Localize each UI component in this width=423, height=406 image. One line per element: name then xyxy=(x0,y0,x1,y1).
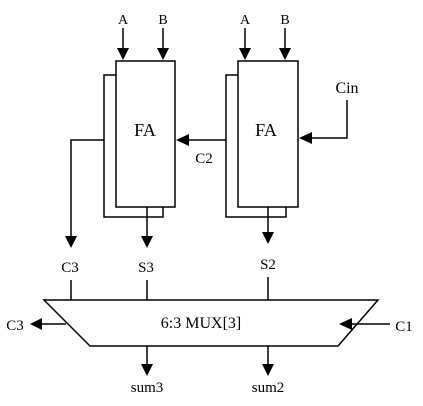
left-fa-carry-wire xyxy=(70,139,104,240)
carry-in-label: Cin xyxy=(335,80,358,97)
carry-c2-label: C2 xyxy=(195,151,213,167)
mux-carry-out-label: C3 xyxy=(6,318,24,334)
left-full-adder: FA A B S3 C3 xyxy=(61,13,176,276)
left-fa-box xyxy=(115,60,176,208)
right-fa-sum-arrow xyxy=(262,232,274,244)
left-fa-input-a-arrow xyxy=(117,48,129,60)
left-fa-input-a-label: A xyxy=(118,13,129,28)
carry-in-arrow xyxy=(299,132,312,144)
right-fa-sum-label: S2 xyxy=(260,257,276,273)
right-fa-input-a-arrow xyxy=(239,48,251,60)
mux-sum2-label: sum2 xyxy=(252,380,285,396)
right-fa-input-b-label: B xyxy=(280,13,289,28)
mux-carry-in-arrow xyxy=(339,318,352,330)
left-fa-carry-arrow xyxy=(65,236,77,248)
mux-block: 6:3 MUX[3] C3 C1 sum3 sum2 xyxy=(6,277,413,396)
right-full-adder: FA A B Cin C2 S2 xyxy=(176,13,359,273)
left-fa-input-b-arrow xyxy=(157,48,169,60)
left-fa-carry-label: C3 xyxy=(61,260,79,276)
mux-sum3-label: sum3 xyxy=(131,380,164,396)
right-fa-label: FA xyxy=(255,120,277,140)
left-fa-input-b-label: B xyxy=(158,13,167,28)
mux-carry-in-label: C1 xyxy=(395,319,413,335)
carry-in-wire xyxy=(308,100,348,139)
mux-label: 6:3 MUX[3] xyxy=(161,315,241,332)
mux-sum2-arrow xyxy=(262,364,274,376)
left-fa-sum-label: S3 xyxy=(138,260,154,276)
right-fa-input-b-arrow xyxy=(279,48,291,60)
mux-carry-out-arrow xyxy=(30,318,42,330)
right-fa-input-a-label: A xyxy=(240,13,251,28)
carry-c2-arrow xyxy=(176,134,189,146)
left-fa-sum-arrow xyxy=(141,236,153,248)
mux-shape xyxy=(42,299,380,347)
left-fa-label: FA xyxy=(134,120,156,140)
mux-sum3-arrow xyxy=(141,364,153,376)
